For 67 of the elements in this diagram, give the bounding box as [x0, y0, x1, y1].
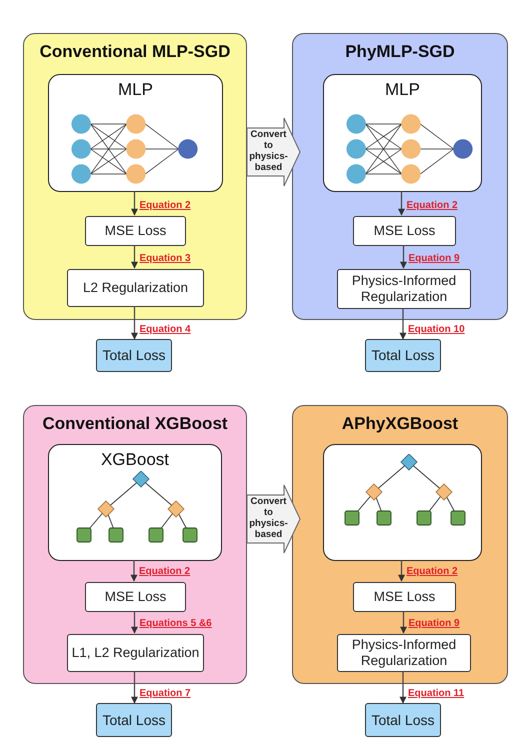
loss-box: [337, 634, 471, 672]
box-label: Physics-Informed Regularization: [350, 637, 458, 669]
edge-label: Convert to physics-based: [248, 497, 289, 541]
model-box: [323, 74, 482, 192]
panel-title: PhyMLP-SGD: [344, 41, 456, 62]
arrow: [131, 245, 138, 269]
loss-box: [337, 269, 471, 309]
box-label: Total Loss: [371, 347, 435, 364]
box-label: L2 Regularization: [82, 280, 188, 296]
panel-title: APhyXGBoost: [340, 413, 460, 434]
arrow: [400, 308, 406, 340]
arrow: [131, 191, 138, 216]
arrow: [398, 191, 405, 216]
block-arrow: [246, 118, 301, 186]
edge-label: Equation 2: [140, 201, 191, 211]
model-panel: [292, 33, 508, 320]
loss-box: [85, 582, 186, 612]
arrow: [400, 611, 407, 634]
total-loss-box: [96, 703, 172, 737]
arrow: [398, 560, 405, 582]
model-box: [323, 444, 482, 561]
model-box: [48, 74, 223, 192]
edge-label: Equation 11: [408, 689, 464, 699]
loss-box: [85, 216, 186, 246]
box-label: MSE Loss: [104, 589, 166, 605]
total-loss-box: [365, 703, 441, 737]
loss-box: [67, 634, 204, 672]
arrow: [130, 560, 138, 582]
edge-label: Convert to physics-based: [248, 130, 289, 174]
edge-label: Equations 5 &6: [140, 619, 212, 629]
arrow: [131, 611, 138, 634]
model-title: MLP: [384, 79, 421, 100]
panel-title: Conventional MLP-SGD: [38, 41, 232, 62]
model-title: MLP: [117, 79, 154, 100]
box-label: MSE Loss: [104, 223, 166, 239]
loss-box: [67, 269, 204, 307]
model-panel: [292, 405, 508, 684]
arrow: [400, 245, 407, 269]
total-loss-box: [365, 339, 441, 372]
loss-box: [353, 216, 456, 246]
edge-label: Equation 4: [140, 325, 191, 335]
box-label: Physics-Informed Regularization: [350, 273, 458, 305]
box-label: Total Loss: [102, 347, 166, 364]
edge-label: Equation 7: [140, 689, 191, 699]
edge-label: Equation 9: [408, 254, 460, 264]
box-label: MSE Loss: [374, 589, 436, 605]
model-panel: [23, 405, 247, 684]
box-label: Total Loss: [371, 712, 435, 728]
arrow: [131, 306, 138, 340]
edge-label: Equation 2: [139, 567, 190, 577]
model-panel: [23, 33, 247, 320]
total-loss-box: [96, 339, 172, 372]
loss-box: [353, 582, 456, 612]
edge-label: Equation 9: [408, 619, 460, 629]
edge-label: Equation 10: [408, 325, 465, 335]
panel-title: Conventional XGBoost: [41, 413, 229, 434]
edge-label: Equation 2: [406, 567, 458, 577]
arrow: [400, 671, 406, 704]
edge-label: Equation 3: [140, 254, 191, 264]
box-label: MSE Loss: [374, 223, 436, 239]
block-arrow: [246, 484, 301, 554]
model-title: XGBoost: [100, 449, 170, 470]
box-label: Total Loss: [102, 712, 166, 728]
arrow: [131, 671, 138, 704]
box-label: L1, L2 Regularization: [72, 645, 200, 661]
model-box: [48, 444, 222, 561]
edge-label: Equation 2: [406, 201, 458, 211]
